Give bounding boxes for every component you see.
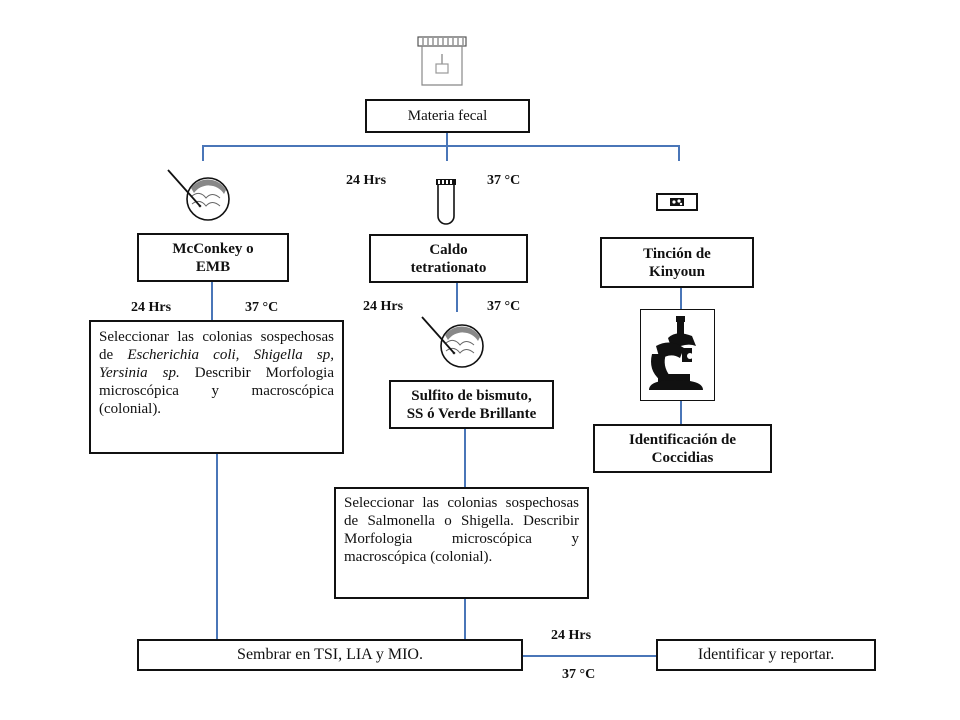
hrs-label-left: 24 Hrs <box>131 300 172 315</box>
temp-label-left: 37 °C <box>245 300 279 315</box>
node-identificacion-coccidias: Identificación de Coccidias <box>593 424 772 473</box>
seleccionar1-species: Escherichia coli, Shigella sp, Yersinia … <box>99 347 334 381</box>
connector-microscope-down <box>680 401 682 424</box>
node-sulfito-label: Sulfito de bismuto, SS ó Verde Brillante <box>406 387 537 422</box>
temp-label-center: 37 °C <box>487 299 521 314</box>
node-sulfito-bismuto: Sulfito de bismuto, SS ó Verde Brillante <box>389 380 554 429</box>
node-mcconkey-label: McConkey o EMB <box>172 240 254 275</box>
node-identificar-reportar: Identificar y reportar. <box>656 639 876 671</box>
seleccionar2-text: Seleccionar las colonias sospechosas de … <box>344 495 579 565</box>
node-tincion-label: Tinción de Kinyoun <box>643 245 711 280</box>
connector-left-drop <box>202 145 204 161</box>
node-identificar-label: Identificar y reportar. <box>697 646 835 663</box>
temp-label-bottom: 37 °C <box>562 667 596 682</box>
node-seleccionar-colonias-1: Seleccionar las colonias sospechosas de … <box>89 320 344 454</box>
test-tube-icon <box>436 179 456 225</box>
temp-label-center-top: 37 °C <box>487 173 521 188</box>
petri-dish-icon <box>421 316 484 368</box>
hrs-label-bottom: 24 Hrs <box>551 628 592 643</box>
microscope-slide-icon <box>656 193 698 211</box>
specimen-container-icon <box>417 36 467 86</box>
microscope-icon <box>649 316 703 390</box>
node-mcconkey: McConkey o EMB <box>137 233 289 282</box>
hrs-label-center: 24 Hrs <box>363 299 404 314</box>
connector-branch-horizontal <box>202 145 680 147</box>
seleccionar1-text-a: Seleccionar las colonias sospechosas de <box>99 329 334 363</box>
petri-dish-icon <box>167 169 230 221</box>
node-identificacion-label: Identificación de Coccidias <box>628 431 737 466</box>
connector-caldo-down <box>456 282 458 312</box>
seleccionar1-text-c: Describir Morfologia microscópica y macr… <box>99 365 334 417</box>
connector-materia-down <box>446 132 448 146</box>
connector-sembrar-identificar <box>522 655 656 657</box>
node-tincion-kinyoun: Tinción de Kinyoun <box>600 237 754 288</box>
connector-seleccionar2-down <box>464 598 466 639</box>
connector-tincion-down <box>680 287 682 310</box>
connector-seleccionar1-down <box>216 453 218 639</box>
connector-center-drop <box>446 145 448 161</box>
node-sembrar: Sembrar en TSI, LIA y MIO. <box>137 639 523 671</box>
node-sembrar-label: Sembrar en TSI, LIA y MIO. <box>237 646 423 663</box>
node-caldo-label: Caldo tetrationato <box>410 241 487 276</box>
connector-sulfito-down <box>464 428 466 488</box>
node-caldo-tetrationato: Caldo tetrationato <box>369 234 528 283</box>
node-materia-fecal: Materia fecal <box>365 99 530 133</box>
node-seleccionar-colonias-2: Seleccionar las colonias sospechosas de … <box>334 487 589 599</box>
connector-mcconkey-down <box>211 281 213 320</box>
connector-right-drop <box>678 145 680 161</box>
hrs-label-center-top: 24 Hrs <box>346 173 387 188</box>
node-materia-fecal-label: Materia fecal <box>407 108 488 124</box>
